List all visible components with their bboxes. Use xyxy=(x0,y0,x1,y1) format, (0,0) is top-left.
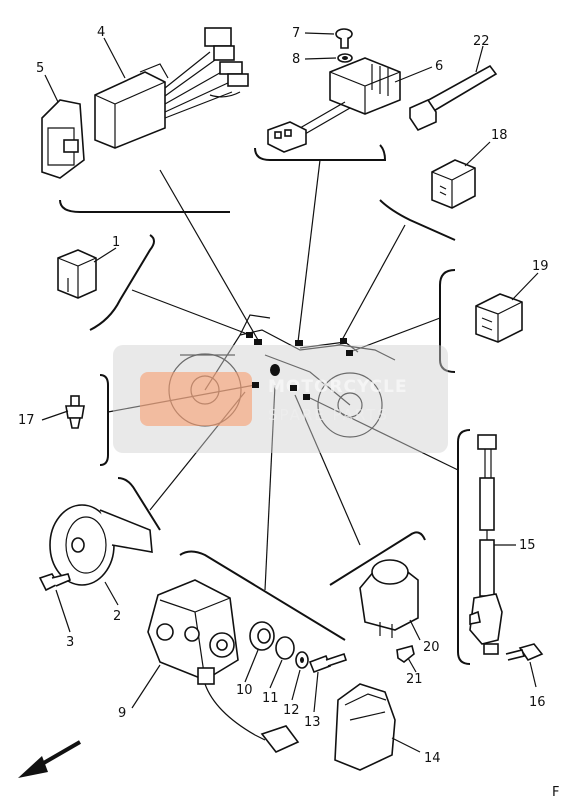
attachment-points xyxy=(246,332,353,400)
part-13-bolt xyxy=(308,652,348,674)
callout-3: 3 xyxy=(66,635,74,650)
part-9-starter-relay xyxy=(147,579,300,753)
part-7-screw xyxy=(335,28,353,49)
callout-12: 12 xyxy=(283,703,300,718)
callout-19: 19 xyxy=(532,259,549,274)
callout-15: 15 xyxy=(519,538,536,553)
callout-9: 9 xyxy=(118,706,126,721)
bracket-top-left xyxy=(59,199,230,213)
watermark-line1: MOTORCYCLE xyxy=(268,377,408,397)
part-4-cdi-unit xyxy=(94,27,249,149)
corner-mark: F xyxy=(552,785,559,800)
part-1-relay xyxy=(57,249,97,299)
callout-numbers: 1 2 3 4 5 6 7 8 9 10 11 12 13 14 15 16 1… xyxy=(18,25,549,766)
part-8-washer xyxy=(337,53,353,63)
callout-2: 2 xyxy=(113,609,121,624)
part-16-screw xyxy=(505,643,544,661)
watermark-line2: SPARE PARTS xyxy=(268,406,389,424)
watermark: MOTORCYCLE SPARE PARTS xyxy=(113,345,448,453)
bracket-right-18 xyxy=(379,199,456,241)
part-2-horn xyxy=(49,504,153,586)
part-14-cover xyxy=(334,683,396,771)
bracket-20 xyxy=(329,531,426,586)
bracket-horn xyxy=(117,477,161,531)
bracket-left-1 xyxy=(89,234,155,331)
callout-7: 7 xyxy=(292,26,300,41)
part-15-switch xyxy=(469,434,503,655)
callout-17: 17 xyxy=(18,413,35,428)
callout-13: 13 xyxy=(304,715,321,730)
callout-20: 20 xyxy=(423,640,440,655)
callout-14: 14 xyxy=(424,751,441,766)
part-19-relay xyxy=(475,293,523,343)
bracket-top-center xyxy=(254,144,387,161)
callout-10: 10 xyxy=(236,683,253,698)
part-5-cap xyxy=(41,99,85,179)
direction-arrow-icon xyxy=(18,740,82,778)
callout-6: 6 xyxy=(435,59,443,74)
part-11-collar xyxy=(275,636,295,660)
part-10-grommet xyxy=(249,621,275,651)
part-12-washer xyxy=(295,651,309,669)
callout-21: 21 xyxy=(406,672,423,687)
bracket-relay xyxy=(179,550,346,641)
callout-1: 1 xyxy=(112,235,120,250)
bracket-15 xyxy=(457,429,471,665)
callout-5: 5 xyxy=(36,61,44,76)
part-6-rectifier xyxy=(267,57,401,153)
part-17-switch xyxy=(65,395,85,429)
callout-8: 8 xyxy=(292,52,300,67)
callout-leaders xyxy=(41,32,539,753)
part-3-bolt xyxy=(38,573,71,592)
callout-18: 18 xyxy=(491,128,508,143)
part-22-cable-tie xyxy=(409,64,498,132)
callout-11: 11 xyxy=(262,691,279,706)
callout-22: 22 xyxy=(473,34,490,49)
part-18-relay xyxy=(431,159,476,209)
bracket-right-19 xyxy=(439,269,456,373)
leader-lines xyxy=(107,159,459,591)
part-20-flasher xyxy=(359,559,419,638)
part-21-grommet xyxy=(396,645,415,663)
callout-16: 16 xyxy=(529,695,546,710)
bracket-left-17 xyxy=(99,374,109,466)
callout-4: 4 xyxy=(97,25,105,40)
